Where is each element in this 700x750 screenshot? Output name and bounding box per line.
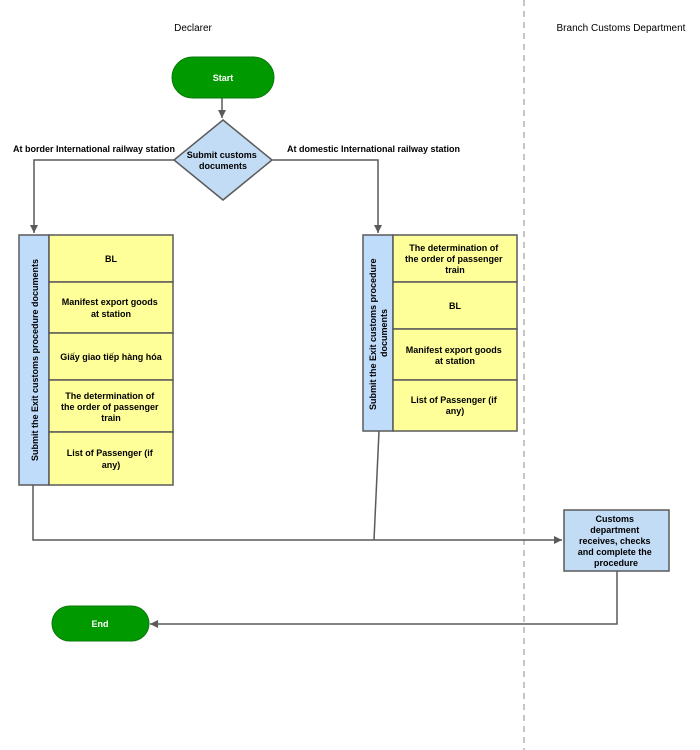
decision-label-line: documents: [199, 161, 247, 171]
start-node: Start: [171, 56, 275, 99]
left-item-box: [48, 379, 174, 433]
decision-node: Submit customs documents: [172, 119, 274, 201]
start-label: Start: [213, 73, 234, 83]
right-item-label: List of Passenger (if any): [411, 395, 500, 416]
edge-customs-to-end: [150, 571, 618, 628]
end-label: End: [92, 619, 109, 629]
left-item-label: Giấy giao tiếp hàng hóa: [60, 352, 163, 362]
decision-label: Submit customs documents: [187, 150, 260, 171]
edge-label-domestic: At domestic International railway statio…: [287, 144, 460, 154]
edge-right-branch: [272, 159, 382, 233]
customs-process-node: Customs department receives, checks and …: [563, 509, 670, 572]
left-item-label: The determination of the order of passen…: [61, 391, 161, 423]
left-item-box: [48, 234, 174, 283]
connectors: [30, 98, 618, 628]
lane-title-declarer: Declarer: [174, 23, 212, 34]
decision-label-line: Submit customs: [187, 150, 257, 160]
right-document-group: Submit the Exit customs procedure docume…: [362, 234, 518, 432]
right-item-box: [392, 234, 518, 283]
left-item-box: [48, 431, 174, 486]
edge-left-branch: [30, 159, 174, 233]
left-item-box: [48, 332, 174, 381]
left-item-label: Manifest export goods at station: [62, 297, 161, 319]
customs-process-label: Customs department receives, checks and …: [578, 514, 655, 568]
edge-label-border: At border International railway station: [13, 144, 175, 154]
right-item-label: BL: [449, 301, 461, 311]
edge-left-to-customs: [32, 485, 562, 544]
right-item-label: Manifest export goods at station: [406, 345, 505, 366]
left-item-label: BL: [105, 254, 117, 264]
edge-right-to-customs: [373, 430, 380, 541]
left-item-box: [48, 281, 174, 334]
left-item-label: List of Passenger (if any): [67, 448, 156, 470]
right-item-box: [392, 328, 518, 381]
right-group-title: Submit the Exit customs procedure docume…: [368, 256, 389, 410]
lane-title-branch: Branch Customs Department: [557, 23, 686, 34]
right-item-label: The determination of the order of passen…: [405, 243, 505, 275]
end-node: End: [51, 605, 150, 642]
left-document-group: Submit the Exit customs procedure docume…: [18, 234, 174, 486]
left-group-title: Submit the Exit customs procedure docume…: [30, 259, 40, 461]
right-item-box: [392, 379, 518, 432]
